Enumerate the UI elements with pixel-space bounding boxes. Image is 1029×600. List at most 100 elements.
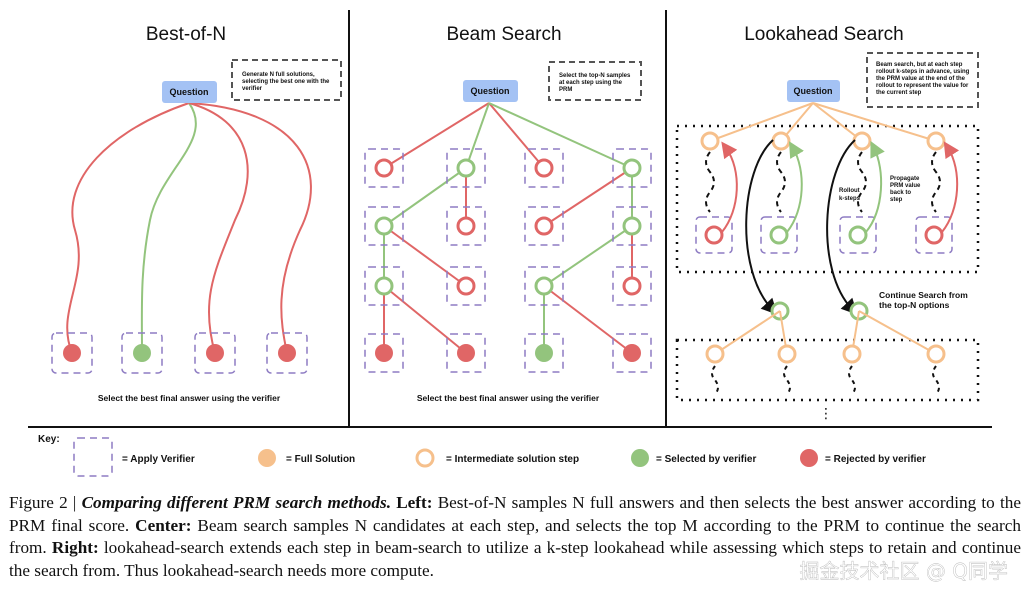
continue-arrows	[745, 139, 858, 315]
rollout-label: Rollout	[839, 188, 860, 194]
beam-edges	[383, 102, 633, 354]
verifier-box	[446, 333, 486, 373]
note-line: verifier	[242, 86, 263, 92]
key-rejected-icon	[800, 449, 818, 467]
center-label: Center:	[135, 515, 192, 535]
verifier-box	[446, 206, 486, 246]
note-line: at each step using the	[559, 80, 623, 86]
svg-text:k-steps: k-steps	[839, 196, 861, 202]
svg-text:the top-N options: the top-N options	[879, 300, 950, 310]
next-step-edges	[714, 310, 937, 355]
continue-label: Continue Search from	[879, 290, 968, 300]
question-label: Question	[470, 86, 509, 96]
key-item-label: = Selected by verifier	[656, 454, 756, 465]
key: Key: = Apply Verifier = Full Solution = …	[38, 434, 926, 477]
svg-text:selecting the best one with th: selecting the best one with the	[242, 79, 330, 85]
verifier-box	[524, 148, 564, 188]
verifier-box	[364, 333, 404, 373]
beam-search-title: Beam Search	[446, 24, 561, 45]
note-line: rollout to represent the value for	[876, 83, 969, 89]
note-line: Generate N full solutions,	[242, 72, 315, 78]
svg-text:the PRM value at the end of th: the PRM value at the end of the	[876, 76, 966, 82]
best-of-n-panel: Best-of-N Generate N full solutions, sel…	[51, 24, 342, 403]
verifier-box	[612, 266, 652, 306]
svg-text:Generate N full solutions,: Generate N full solutions,	[242, 72, 315, 78]
lookahead-panel: Lookahead Search Beam search, but at eac…	[675, 24, 980, 422]
prm-search-diagram: Best-of-N Generate N full solutions, sel…	[28, 10, 992, 477]
note-line: selecting the best one with the	[242, 79, 330, 85]
svg-text:PRM value: PRM value	[890, 183, 921, 189]
verifier-box	[760, 216, 798, 254]
right-text: lookahead-search extends each step in be…	[9, 538, 1021, 580]
question-label: Question	[169, 87, 208, 97]
step-node	[700, 131, 720, 151]
solution-path	[66, 102, 190, 354]
lookahead-title: Lookahead Search	[744, 24, 904, 45]
svg-text:Continue Search from: Continue Search from	[879, 290, 968, 300]
figure-label: Figure 2 |	[9, 493, 77, 512]
svg-text:at each step using the: at each step using the	[559, 80, 623, 86]
verifier-box	[612, 206, 652, 246]
center-text: Beam search samples N candidates at each…	[9, 515, 1021, 558]
verifier-box	[364, 266, 404, 306]
best-of-n-footer: Select the best final answer using the v…	[98, 393, 281, 403]
question-box	[162, 81, 217, 103]
svg-text:rollout to represent the value: rollout to represent the value for	[876, 83, 969, 89]
verifier-box	[695, 216, 733, 254]
svg-text:step: step	[890, 197, 903, 203]
best-of-n-note: Generate N full solutions, selecting the…	[231, 59, 342, 101]
key-label: Key:	[38, 434, 60, 445]
note-line: PRM	[559, 87, 572, 93]
question-label: Question	[793, 86, 832, 96]
rollout-squiggles	[705, 151, 941, 213]
note-line: the PRM value at the end of the	[876, 76, 966, 82]
beam-search-panel: Beam Search Select the top-N samples at …	[364, 24, 652, 403]
right-label: Right:	[51, 538, 99, 558]
continue-label: the top-N options	[879, 300, 950, 310]
key-full-solution-icon	[258, 449, 276, 467]
propagate-label: PRM value	[890, 183, 921, 189]
lookahead-note: Beam search, but at each step rollout k-…	[866, 52, 979, 108]
key-verifier-box	[73, 437, 113, 477]
step-node	[926, 131, 946, 151]
question-box	[463, 80, 518, 102]
note-line: rollout k-steps in advance, using	[876, 69, 970, 75]
solution-path	[140, 102, 197, 354]
propagate-label: back to	[890, 190, 911, 196]
figure-title: Comparing different PRM search methods.	[81, 493, 391, 512]
beam-search-footer: Select the best final answer using the v…	[417, 393, 600, 403]
left-text: Best-of-N samples N full answers and the…	[9, 493, 1021, 535]
solution-path	[188, 102, 312, 354]
question-box	[787, 80, 840, 102]
lookahead-edges	[709, 102, 937, 142]
svg-text:Propagate: Propagate	[890, 176, 920, 182]
verifier-box	[524, 333, 564, 373]
beam-search-note: Select the top-N samples at each step us…	[548, 61, 642, 101]
svg-text:the current step: the current step	[876, 90, 922, 96]
key-item-label: = Rejected by verifier	[825, 454, 926, 465]
rollout-label: k-steps	[839, 196, 861, 202]
step-node	[926, 344, 946, 364]
key-item-label: = Intermediate solution step	[446, 454, 579, 465]
svg-text:PRM: PRM	[559, 87, 572, 93]
verifier-box	[266, 332, 308, 374]
key-item-label: = Apply Verifier	[122, 454, 195, 465]
solution-path	[188, 102, 249, 354]
verifier-box	[194, 332, 236, 374]
ellipsis: ⋮	[819, 406, 833, 422]
svg-text:Rollout: Rollout	[839, 188, 860, 194]
verifier-box	[51, 332, 93, 374]
beam-nodes	[364, 148, 652, 373]
note-line: the current step	[876, 90, 922, 96]
svg-text:Select the top-N samples: Select the top-N samples	[559, 73, 631, 79]
propagate-label: Propagate	[890, 176, 920, 182]
step-node	[771, 131, 791, 151]
verifier-box	[446, 148, 486, 188]
verifier-box	[364, 206, 404, 246]
step-node	[852, 131, 872, 151]
verifier-box	[612, 333, 652, 373]
note-line: Beam search, but at each step	[876, 62, 963, 68]
verifier-box	[915, 216, 953, 254]
note-line: Select the top-N samples	[559, 73, 631, 79]
left-label: Left:	[396, 493, 433, 512]
